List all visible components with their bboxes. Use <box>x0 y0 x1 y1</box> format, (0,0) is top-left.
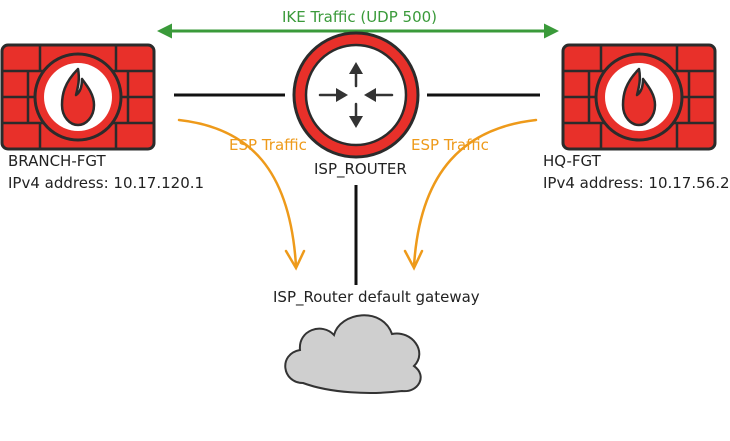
branch-fgt-name: BRANCH-FGT <box>8 152 106 170</box>
esp-traffic-label-right: ESP Traffic <box>411 136 489 154</box>
gateway-label: ISP_Router default gateway <box>273 288 480 306</box>
flame-icon <box>60 67 96 127</box>
hq-fgt-ip: IPv4 address: 10.17.56.2 <box>543 174 730 192</box>
esp-traffic-arrow-right <box>403 118 538 271</box>
hq-firewall-icon <box>561 43 717 151</box>
branch-firewall-icon <box>0 43 156 151</box>
hq-fgt-name: HQ-FGT <box>543 152 601 170</box>
branch-fgt-ip: IPv4 address: 10.17.120.1 <box>8 174 205 192</box>
cloud-icon <box>284 314 422 394</box>
esp-traffic-label-left: ESP Traffic <box>229 136 307 154</box>
router-icon <box>292 31 420 159</box>
ike-traffic-label: IKE Traffic (UDP 500) <box>282 8 438 26</box>
flame-icon <box>621 67 657 127</box>
isp-router-name: ISP_ROUTER <box>314 160 407 178</box>
esp-traffic-arrow-left <box>177 118 306 271</box>
